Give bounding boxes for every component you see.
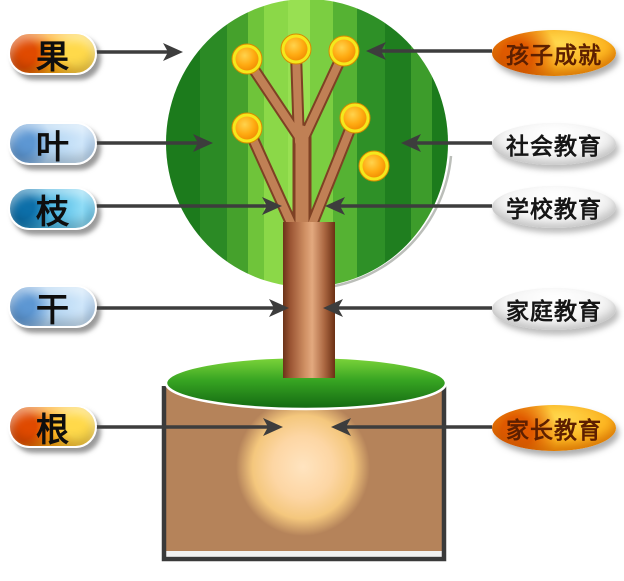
arrow-left-icon — [323, 299, 492, 317]
arrow-left-icon — [325, 197, 492, 215]
arrow-right-icon — [96, 134, 213, 152]
label-root: 根 — [8, 405, 97, 448]
arrow-left-icon — [331, 418, 492, 436]
connector-arrows — [96, 42, 492, 436]
arrow-right-icon — [96, 43, 183, 61]
tree-branches — [243, 47, 359, 244]
arrow-right-icon — [96, 418, 283, 436]
arrow-left-icon — [366, 42, 492, 60]
label-school-education: 学校教育 — [492, 186, 616, 228]
fruit-icon — [339, 102, 371, 134]
label-parent-education: 家长教育 — [492, 405, 616, 451]
fruit-icon — [280, 33, 312, 65]
fruit-icon — [231, 43, 263, 75]
label-society-education: 社会教育 — [492, 123, 616, 165]
fruit-icon — [231, 112, 263, 144]
arrow-right-icon — [96, 299, 289, 317]
crown-outline-arc — [321, 155, 453, 290]
arrow-left-icon — [401, 134, 492, 152]
fruit-icon — [328, 35, 360, 67]
tree-fruits — [231, 33, 390, 182]
label-leaf: 叶 — [8, 122, 97, 165]
tree-trunk — [283, 222, 335, 378]
label-child-achievement: 孩子成就 — [492, 30, 616, 76]
arrow-right-icon — [96, 197, 282, 215]
label-family-education: 家庭教育 — [492, 288, 616, 330]
fruit-icon — [358, 150, 390, 182]
label-branch: 枝 — [8, 187, 97, 230]
label-fruit: 果 — [8, 32, 97, 75]
label-trunk: 干 — [8, 285, 97, 328]
